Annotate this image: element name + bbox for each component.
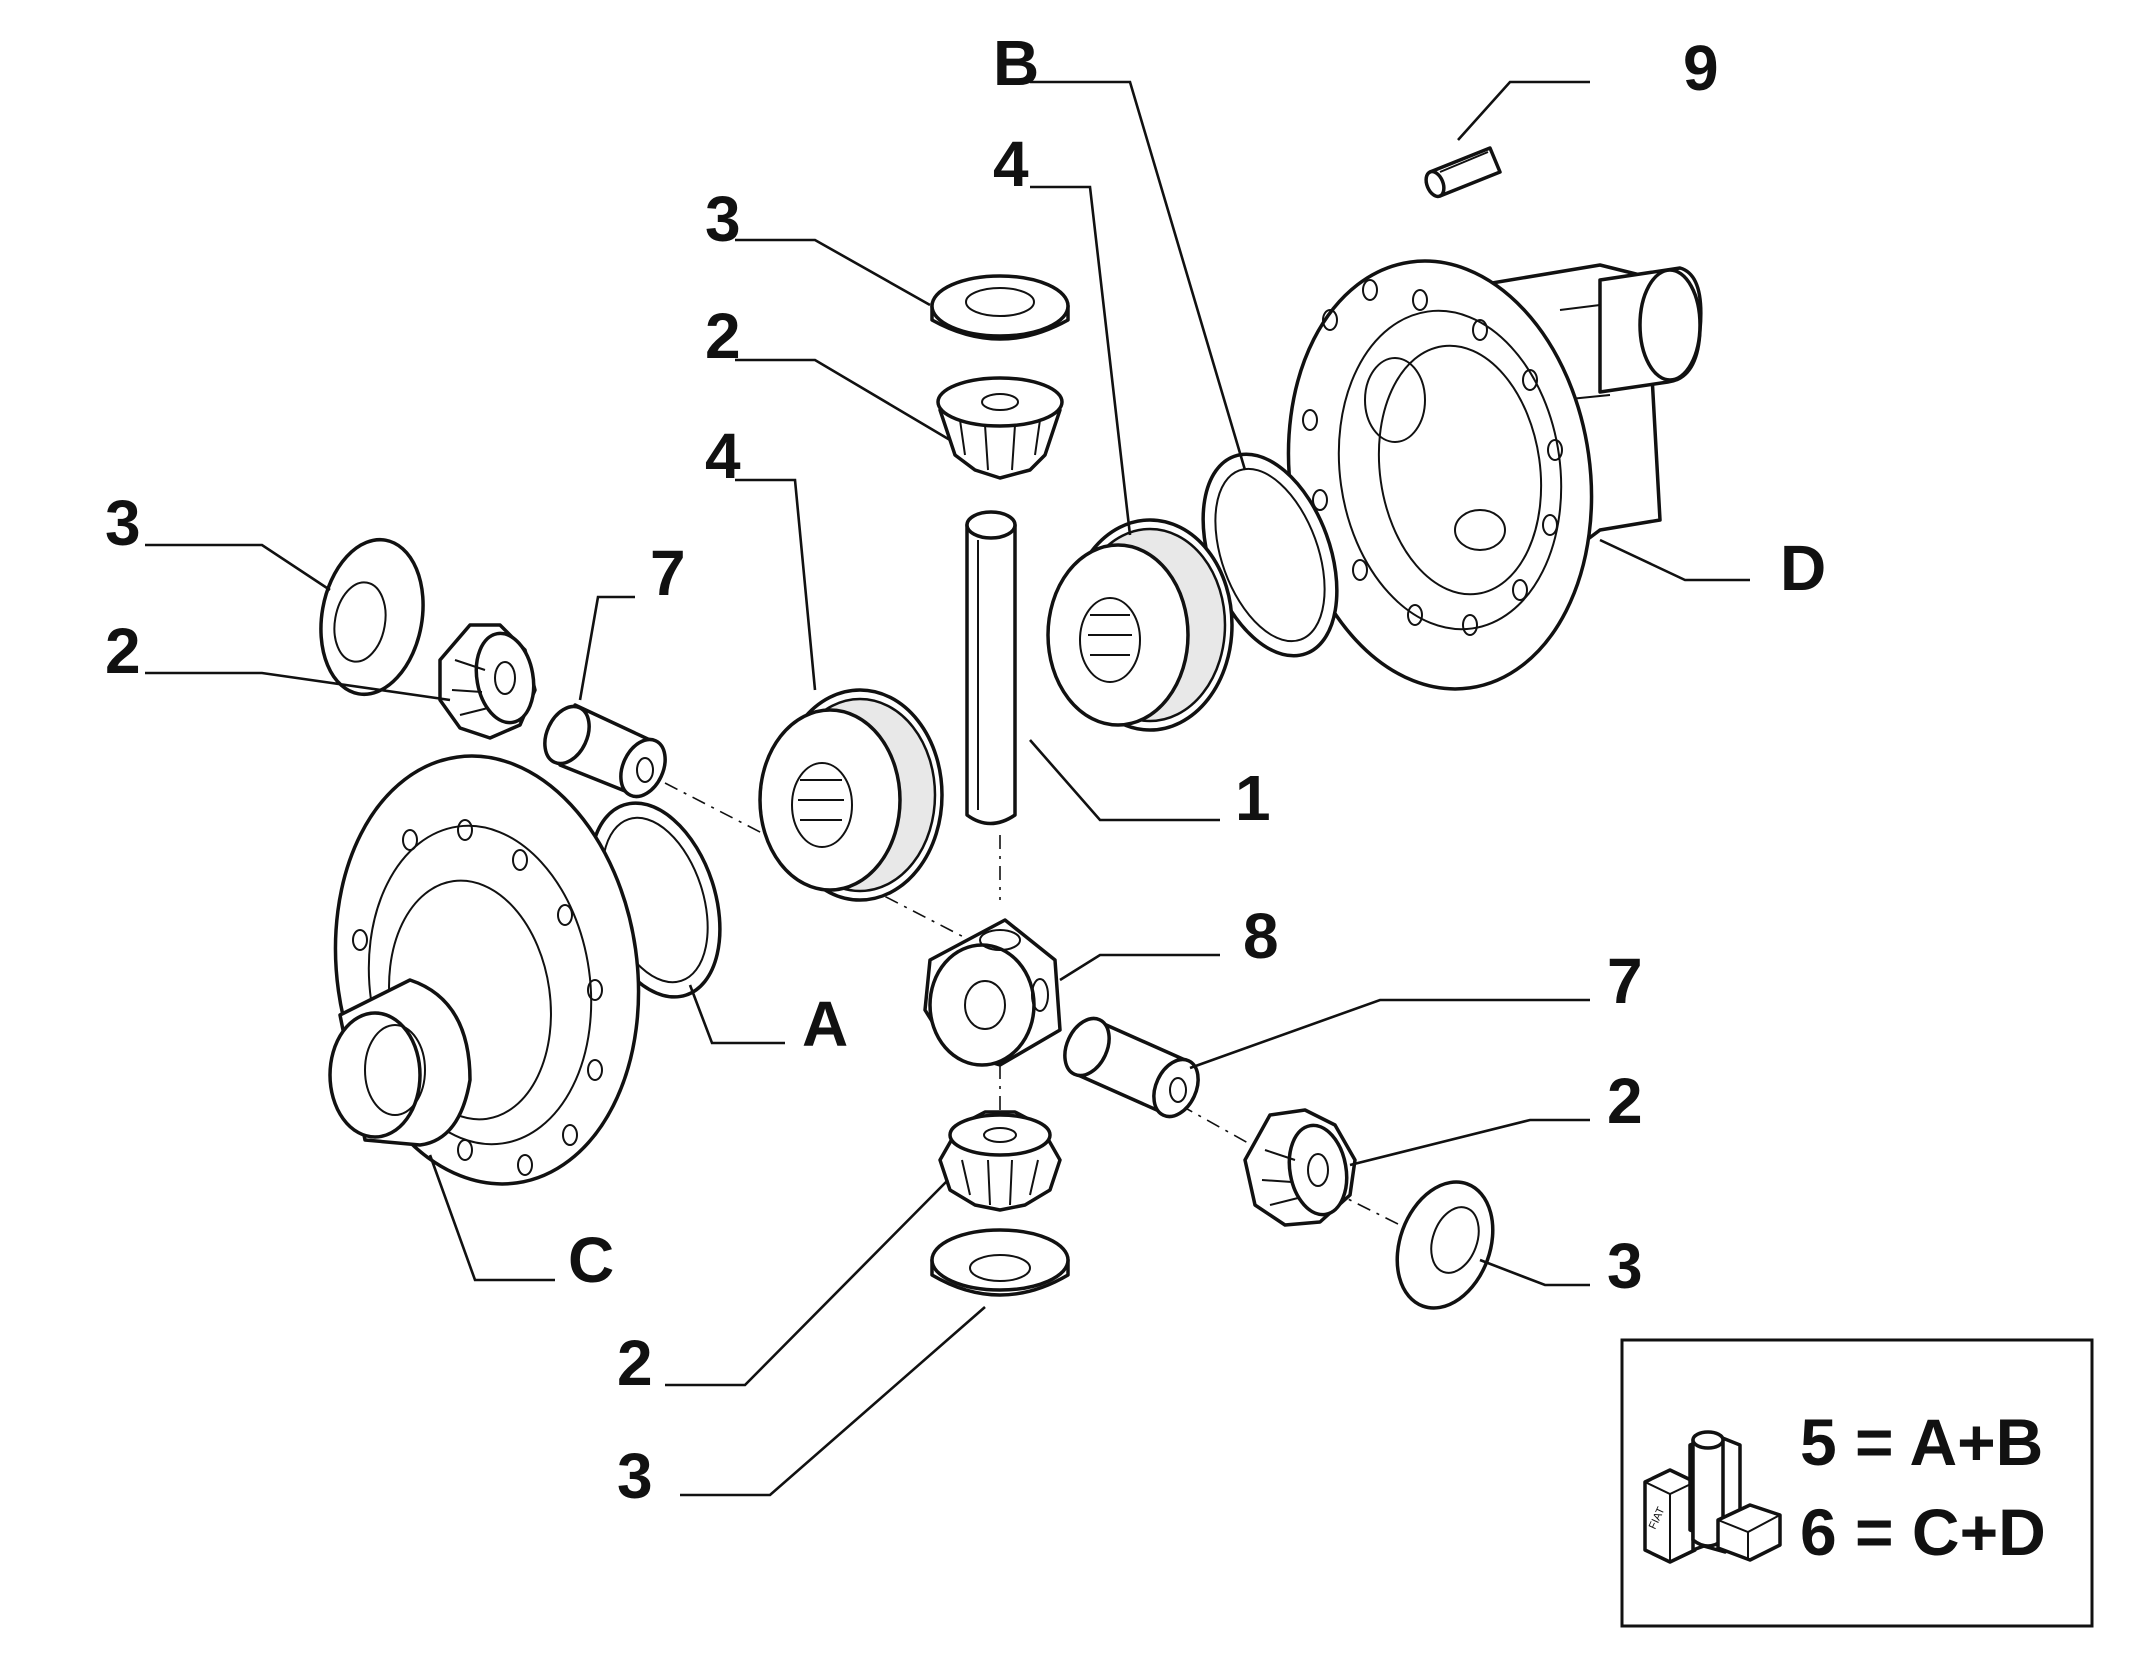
callout-d: D xyxy=(1780,532,1826,604)
callout-a: A xyxy=(802,988,848,1060)
thrust-washer-3-bottom xyxy=(930,1228,1070,1297)
side-gear-4-top xyxy=(1046,518,1234,732)
pin-spacer-7-left xyxy=(543,703,667,799)
callout-3-left: 3 xyxy=(105,487,141,559)
legend-line-kit-6: 6 = C+D xyxy=(1800,1495,2046,1569)
callout-2-bottom: 2 xyxy=(617,1327,653,1399)
callout-7-left: 7 xyxy=(650,537,686,609)
housing-half-d xyxy=(1286,259,1703,691)
kit-legend-box: FIAT 5 = A+B 6 = C+D xyxy=(1620,1338,2094,1628)
callout-8: 8 xyxy=(1243,900,1279,972)
planet-gear-2-top xyxy=(936,376,1064,480)
parts-kit-icon: FIAT xyxy=(1643,1430,1782,1564)
cross-block-8 xyxy=(923,918,1062,1067)
callout-2-right: 2 xyxy=(1607,1065,1643,1137)
planet-gear-2-bottom xyxy=(938,1110,1062,1212)
callout-labels: B 9 4 3 2 4 3 7 2 D 1 8 A 7 2 C 3 2 3 xyxy=(105,27,1826,1512)
callout-3-right: 3 xyxy=(1607,1230,1643,1302)
planet-gear-2-right xyxy=(1243,1108,1357,1227)
callout-3-top: 3 xyxy=(705,183,741,255)
callout-c: C xyxy=(568,1224,614,1296)
thrust-washer-3-right xyxy=(1395,1180,1495,1310)
leader-lines xyxy=(145,80,1750,1497)
callout-3-bottom: 3 xyxy=(617,1440,653,1512)
callout-9: 9 xyxy=(1683,32,1719,104)
thrust-washer-3-left xyxy=(319,537,425,697)
callout-4-mid: 4 xyxy=(705,420,741,492)
roll-pin-9 xyxy=(1424,146,1502,199)
callout-1: 1 xyxy=(1235,762,1271,834)
pin-spacer-7-right xyxy=(1063,1016,1200,1119)
legend-line-kit-5: 5 = A+B xyxy=(1800,1405,2043,1479)
pinion-shaft-1 xyxy=(965,510,1017,826)
callout-2-left: 2 xyxy=(105,615,141,687)
housing-half-c xyxy=(328,754,641,1186)
planet-gear-2-left xyxy=(438,623,537,740)
callout-b: B xyxy=(993,27,1039,99)
side-gear-4-mid xyxy=(758,688,944,902)
callout-2-top: 2 xyxy=(705,300,741,372)
thrust-washer-3-top xyxy=(930,274,1070,341)
callout-7-right: 7 xyxy=(1607,945,1643,1017)
callout-4-top: 4 xyxy=(993,128,1029,200)
